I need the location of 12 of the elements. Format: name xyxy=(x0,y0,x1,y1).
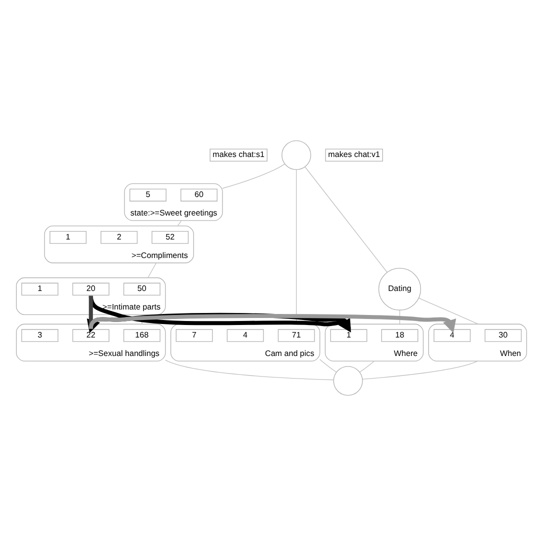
connector xyxy=(222,163,286,188)
connector xyxy=(177,220,182,226)
node-circle xyxy=(282,140,312,170)
connector xyxy=(320,358,337,372)
connector xyxy=(359,360,375,372)
connector xyxy=(399,309,400,324)
node-circle xyxy=(333,366,363,396)
connector xyxy=(418,297,479,324)
connector xyxy=(304,166,388,272)
connector xyxy=(148,262,157,278)
connector xyxy=(165,359,334,380)
connector xyxy=(362,360,478,380)
